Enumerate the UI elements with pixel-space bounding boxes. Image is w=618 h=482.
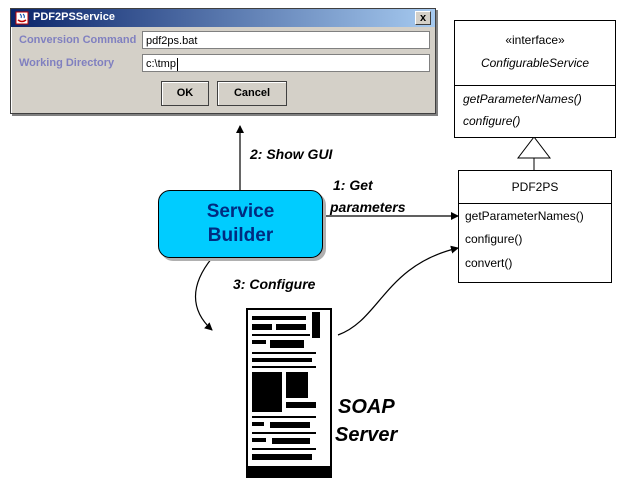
service-builder-box: Service Builder: [158, 190, 323, 258]
configurable-service-interface: «interface» ConfigurableService getParam…: [454, 20, 616, 138]
close-button[interactable]: x: [415, 11, 431, 25]
pdf2ps-class: PDF2PS getParameterNames() configure() c…: [458, 170, 612, 283]
class-name: PDF2PS: [511, 180, 559, 194]
interface-stereotype: «interface»: [505, 33, 565, 47]
dialog-title-bar[interactable]: PDF2PSService x: [11, 9, 435, 27]
get-parameters-label-2: parameters: [330, 199, 406, 215]
show-gui-label: 2: Show GUI: [250, 146, 333, 162]
server-to-pdf2ps-arrow: [337, 245, 459, 336]
conversion-command-field[interactable]: pdf2ps.bat: [142, 31, 430, 49]
class-method: configure(): [465, 232, 523, 246]
service-builder-line2: Builder: [207, 225, 274, 246]
class-method: getParameterNames(): [465, 209, 584, 223]
server-rack-icon: [246, 308, 332, 478]
cancel-button[interactable]: Cancel: [217, 81, 287, 106]
service-builder-line1: Service: [206, 201, 275, 222]
dialog-title: PDF2PSService: [33, 11, 115, 23]
interface-method: configure(): [463, 114, 521, 128]
text-cursor: [176, 57, 178, 71]
configure-label: 3: Configure: [233, 276, 316, 292]
interface-name: ConfigurableService: [480, 56, 590, 70]
soap-server-label-2: Server: [335, 424, 398, 446]
class-method: convert(): [465, 256, 513, 270]
inheritance-triangle: [516, 136, 552, 159]
working-directory-value: c:\tmp: [146, 58, 176, 70]
pdf2ps-dialog: PDF2PSService x Conversion Command pdf2p…: [10, 8, 436, 114]
java-cup-icon: [15, 11, 29, 25]
configure-arrow: [194, 257, 213, 331]
working-directory-label: Working Directory: [19, 57, 115, 69]
ok-button[interactable]: OK: [161, 81, 209, 106]
conversion-command-label: Conversion Command: [19, 34, 137, 46]
interface-method: getParameterNames(): [463, 92, 582, 106]
get-parameters-label-1: 1: Get: [333, 177, 373, 193]
soap-server-label-1: SOAP: [338, 396, 395, 418]
working-directory-field[interactable]: c:\tmp: [142, 54, 430, 72]
